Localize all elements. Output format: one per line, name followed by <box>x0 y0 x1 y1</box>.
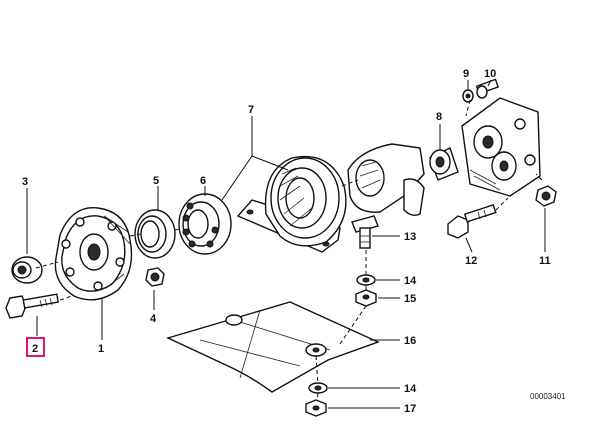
leader-lines <box>26 79 546 409</box>
callout-labels: 3 2 1 4 5 6 7 8 9 10 11 12 13 14 15 16 1… <box>22 68 566 415</box>
diagram-reference-number: 00003401 <box>530 392 566 401</box>
part-4-nut[interactable] <box>145 267 165 287</box>
label-10: 10 <box>484 68 496 80</box>
label-6: 6 <box>200 175 206 187</box>
part-14-washer-lower[interactable] <box>308 382 328 394</box>
label-2[interactable]: 2 <box>32 343 38 355</box>
part-1-flex-disc[interactable] <box>54 207 133 301</box>
label-3: 3 <box>22 176 28 188</box>
part-16-heat-shield[interactable] <box>166 301 380 393</box>
part-6-bearing[interactable] <box>178 193 232 255</box>
label-1: 1 <box>98 343 104 355</box>
part-3-bushing[interactable] <box>11 256 43 284</box>
label-14-upper: 14 <box>404 275 417 287</box>
label-13: 13 <box>404 231 416 243</box>
shaft-yoke[interactable] <box>347 143 425 217</box>
label-14-lower: 14 <box>404 383 417 395</box>
label-7: 7 <box>248 104 254 116</box>
label-16: 16 <box>404 335 416 347</box>
part-7-center-bearing[interactable] <box>236 155 347 253</box>
label-11: 11 <box>539 255 551 267</box>
part-11-nut[interactable] <box>535 185 557 207</box>
part-13-bolt[interactable] <box>351 215 379 249</box>
label-4: 4 <box>150 313 157 325</box>
assembly-lines <box>35 99 543 401</box>
label-15: 15 <box>404 293 416 305</box>
part-2-bolt[interactable] <box>5 293 59 319</box>
label-12: 12 <box>465 255 477 267</box>
part-10-screw[interactable] <box>475 78 500 99</box>
part-9-washer[interactable] <box>462 89 474 103</box>
part-14-washer-upper[interactable] <box>356 274 376 286</box>
highlight-box-2 <box>26 337 45 357</box>
part-8-bearing-cup[interactable] <box>429 147 459 181</box>
part-17-nut[interactable] <box>305 399 327 417</box>
label-5: 5 <box>153 175 159 187</box>
label-17: 17 <box>404 403 416 415</box>
part-5-dust-ring[interactable] <box>134 209 176 259</box>
label-9: 9 <box>463 68 469 80</box>
part-12-bolt[interactable] <box>447 204 497 239</box>
output-flange[interactable] <box>461 97 541 197</box>
label-8: 8 <box>436 111 442 123</box>
part-15-nut[interactable] <box>355 289 377 307</box>
